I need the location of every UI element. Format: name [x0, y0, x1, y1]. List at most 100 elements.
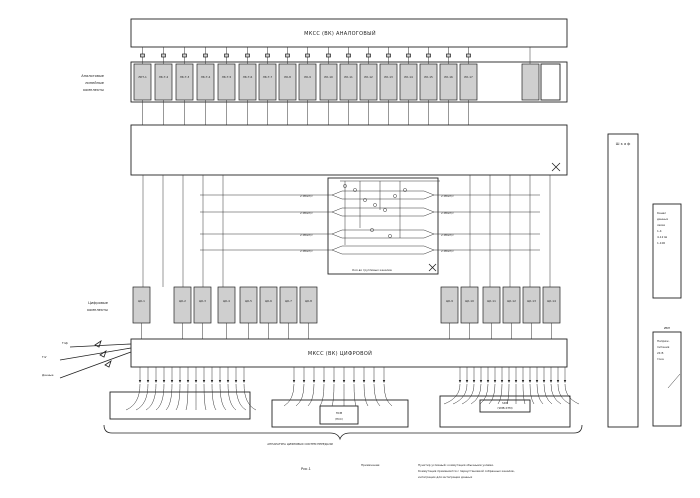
analog-card-label-16: ЛК-16 [444, 75, 453, 79]
equip-left-curve-13 [243, 383, 257, 411]
digital-card-r-label-3: ЦК-11 [487, 299, 496, 303]
cc-node-2 [353, 188, 357, 192]
equip-right-curve-0 [443, 383, 461, 405]
note-label: Примечание: [361, 463, 380, 467]
cc-node-8 [370, 228, 374, 232]
analog-card-label-4: ЛК-Т-4 [201, 75, 211, 79]
equip-left-curve-12 [235, 383, 247, 411]
equip-mid-arrow-4 [332, 380, 336, 383]
right-panel-1-line-4: 1-4 [657, 229, 662, 233]
equip-mid-arrow-5 [342, 380, 346, 383]
digital-card-r-2 [460, 286, 479, 324]
digital-card-l-label-8: ЦК-8 [305, 299, 312, 303]
equip-right-arrow-9 [521, 380, 525, 383]
note-line-3: интеграции для интеграции данных [418, 475, 473, 479]
input-line-3 [59, 351, 132, 379]
digital-card-r-3 [482, 286, 501, 324]
flow-label-7: 2 Мбит/с [441, 233, 454, 237]
analog-card-port-7 [265, 53, 270, 58]
note-line-2: Коммутация применяется с переустановкой … [418, 469, 515, 473]
right-panel-1-line-5: 4-12 Ш [657, 235, 667, 239]
equip-right-curve-14 [557, 383, 571, 405]
footer-caption: АППАРАТУРА ЦИФРОВЫХ СИСТЕМ ПЕРЕДАЧИ [267, 442, 333, 446]
equip-left-arrow-4 [170, 380, 174, 383]
analog-card-12 [359, 63, 378, 101]
digital-card-r-label-5: ЦК-13 [527, 299, 536, 303]
analog-card-label-5: ЛК-Т-5 [222, 75, 232, 79]
note-line-1: Пунктир условный: коммутация обычными уз… [418, 463, 494, 467]
analog-card-label-2: ЛК-Т-2 [159, 75, 169, 79]
analog-card-label-17: ЛК-17 [464, 75, 473, 79]
equip-right-arrow-8 [514, 380, 518, 383]
equip-left-arrow-11 [226, 380, 230, 383]
analog-card-label-12: ЛК-12 [364, 75, 373, 79]
equip-mid-arrow-3 [322, 380, 326, 383]
analog-card-label-13: ЛК-13 [384, 75, 393, 79]
analog-label-line-3: комплекты [83, 88, 104, 92]
digital-card-l-label-2: ЦК-2 [179, 299, 186, 303]
analog-card-port-14 [406, 53, 411, 58]
equip-right-arrow-5 [493, 380, 497, 383]
equip-right-curve-1 [452, 383, 468, 405]
equip-mid-arrow-2 [312, 380, 316, 383]
flow-label-1: 2 Мбит/с [300, 194, 313, 198]
equip-right-arrow-14 [556, 380, 560, 383]
analog-card-port-10 [326, 53, 331, 58]
right-panel-2-line-3: 24 В [657, 351, 663, 355]
flow-label-5: 2 Мбит/с [441, 194, 454, 198]
equip-right-curve-11 [536, 383, 544, 405]
analog-card-port-13 [386, 53, 391, 58]
right-panel-2-line-1: Напряж. [657, 339, 670, 343]
equip-left-arrow-9 [210, 380, 214, 383]
analog-switch-label: МКСС (ВК) АНАЛОГОВЫЙ [304, 30, 376, 37]
equip-right-curve-2 [461, 383, 475, 405]
pdh-left-1: ПСМ [336, 411, 343, 415]
input-line-2 [59, 347, 132, 361]
digital-card-r-4 [502, 286, 521, 324]
equip-left-arrow-13 [242, 380, 246, 383]
analog-card-port-6 [245, 53, 250, 58]
analog-card-label-14: ЛК-14 [404, 75, 413, 79]
digital-card-l-7 [279, 286, 298, 324]
right-panel-1-line-1: Канал [657, 211, 666, 215]
figure-number: Рис.1 [301, 467, 311, 471]
equip-mid-curve-6 [353, 383, 357, 407]
digital-card-r-6 [542, 286, 561, 324]
right-panel-2-slash [667, 373, 681, 389]
input-label-1: Тлф [61, 341, 68, 345]
analog-card-port-16 [446, 53, 451, 58]
equip-left-curve-8 [203, 383, 207, 411]
equip-mid-arrow-9 [382, 380, 386, 383]
analog-card-5 [217, 63, 236, 101]
equip-mid-inner [319, 405, 359, 425]
right-panel-2-line-4: тока [657, 357, 664, 361]
right-panel-1-line-3: связи [657, 223, 665, 227]
equip-right-curve-5 [488, 383, 496, 405]
equip-right-arrow-11 [535, 380, 539, 383]
cabinet-label: Ш к а ф [616, 142, 631, 146]
equip-left-curve-1 [135, 383, 149, 411]
equip-mid-curve-9 [383, 383, 393, 407]
cross-connect-box [327, 177, 439, 275]
cross-connect-caption: Кол-во групповых каналов [352, 268, 392, 272]
analog-card-10 [319, 63, 338, 101]
cross-connect-lanes [142, 175, 551, 287]
equip-mid-arrow-6 [352, 380, 356, 383]
equip-right-curve-9 [522, 383, 526, 405]
equip-right-curve-6 [497, 383, 503, 405]
digital-card-r-label-6: ЦК-14 [547, 299, 556, 303]
digital-switch-label: МКСС (ВК) ЦИФРОВОЙ [308, 350, 372, 357]
analog-card-1 [133, 63, 152, 101]
analog-card-11 [339, 63, 358, 101]
equip-left-curve-4 [165, 383, 173, 411]
cc-node-6 [393, 194, 397, 198]
analog-card-16 [439, 63, 458, 101]
analog-switch-box [130, 18, 568, 48]
cross-mark-b2 [428, 263, 437, 272]
equip-right-arrow-15 [563, 380, 567, 383]
analog-card-4 [196, 63, 215, 101]
digital-card-l-label-3: ЦК-3 [199, 299, 206, 303]
cc-node-9 [388, 234, 392, 238]
analog-card-label-3: ЛК-Т-3 [180, 75, 190, 79]
